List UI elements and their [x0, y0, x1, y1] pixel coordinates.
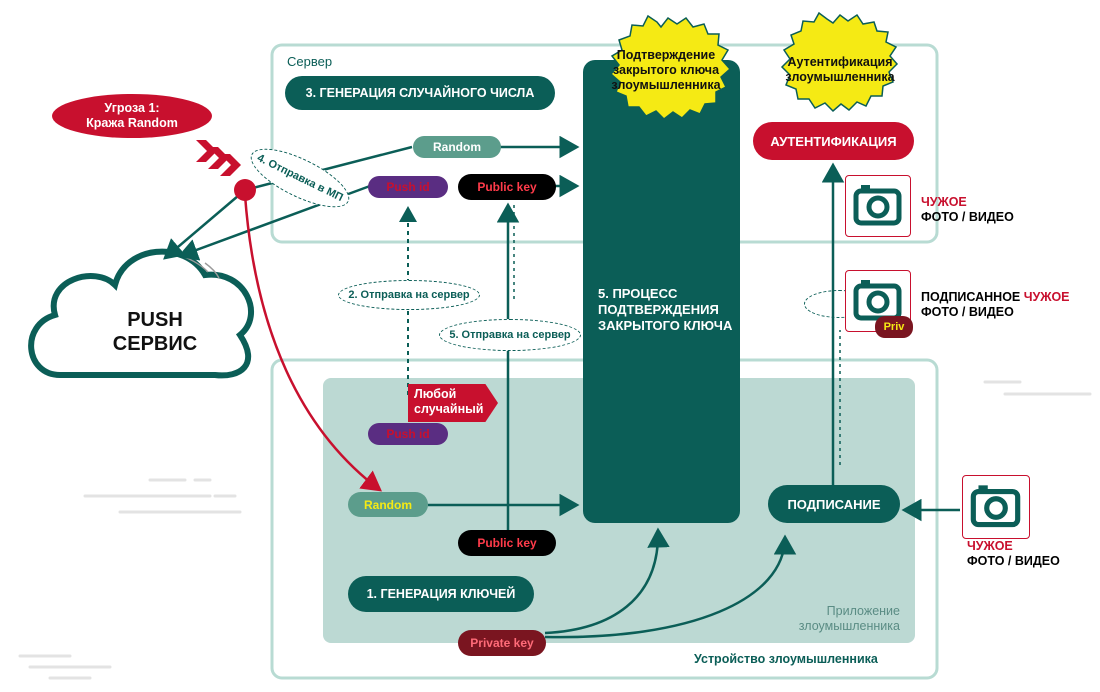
any-random-tag: Любой случайный	[408, 384, 498, 422]
signed-red: ЧУЖОЕ	[1023, 290, 1070, 304]
camera-icon	[845, 175, 911, 237]
camera-icon	[845, 270, 911, 332]
app-label-line1: Приложение	[826, 604, 900, 618]
signing-pill: ПОДПИСАНИЕ	[768, 485, 900, 523]
auth-bubble	[780, 11, 899, 113]
foreign-top-red: ЧУЖОЕ	[921, 195, 967, 209]
send-server-5-label: 5. Отправка на сервер	[449, 329, 571, 341]
confirm-key-bubble	[609, 14, 732, 120]
auth-pill: АУТЕНТИФИКАЦИЯ	[753, 122, 914, 160]
foreign-photo-top-caption: ЧУЖОЕ ФОТО / ВИДЕО	[921, 195, 1014, 225]
push-service-label: PUSH СЕРВИС	[45, 308, 265, 356]
foreign-photo-bottom-caption: ЧУЖОЕ ФОТО / ВИДЕО	[967, 539, 1060, 569]
any-random-line1: Любой	[414, 387, 457, 401]
push-cloud	[28, 248, 254, 379]
public-key-pill-device: Public key	[458, 530, 556, 556]
process-column	[583, 60, 740, 523]
random-pill-server: Random	[413, 136, 501, 158]
confirm-key-text: Подтверждение закрытого ключа злоумышлен…	[611, 48, 721, 92]
send-server-2-oval: 2. Отправка на сервер	[338, 280, 480, 310]
signed-black1: ПОДПИСАННОЕ	[921, 290, 1024, 304]
camera-icon	[962, 475, 1030, 539]
foreign-bottom-black: ФОТО / ВИДЕО	[967, 554, 1060, 568]
random-pill-device: Random	[348, 492, 428, 517]
threat-dot	[234, 179, 256, 201]
any-random-line2: случайный	[414, 402, 484, 416]
process-label: 5. ПРОЦЕСС ПОДТВЕРЖДЕНИЯ ЗАКРЫТОГО КЛЮЧА	[598, 286, 733, 333]
priv-badge: Priv	[875, 316, 913, 338]
step1-pill: 1. ГЕНЕРАЦИЯ КЛЮЧЕЙ	[348, 576, 534, 612]
signed-photo-caption: ПОДПИСАННОЕ ЧУЖОЕ ФОТО / ВИДЕО	[921, 290, 1070, 320]
public-key-pill-server: Public key	[458, 174, 556, 200]
push-id-pill-device: Push id	[368, 423, 448, 445]
send-server-2-label: 2. Отправка на сервер	[348, 289, 470, 301]
push-service-line2: СЕРВИС	[112, 333, 198, 355]
private-key-pill: Private key	[458, 630, 546, 656]
foreign-top-black: ФОТО / ВИДЕО	[921, 210, 1014, 224]
push-service-line1: PUSH	[127, 309, 183, 331]
step3-pill: 3. ГЕНЕРАЦИЯ СЛУЧАЙНОГО ЧИСЛА	[285, 76, 555, 110]
app-label: Приложение злоумышленника	[760, 604, 900, 634]
send-server-5-oval: 5. Отправка на сервер	[439, 319, 581, 351]
auth-attacker-text: Аутентификация злоумышленника	[785, 55, 895, 84]
push-id-pill-server: Push id	[368, 176, 448, 198]
threat-badge: Угроза 1: Кража Random	[52, 94, 212, 138]
signed-black2: ФОТО / ВИДЕО	[921, 305, 1014, 319]
app-label-line2: злоумышленника	[798, 619, 900, 633]
threat-line1: Угроза 1:	[104, 101, 160, 115]
server-label: Сервер	[287, 54, 333, 69]
device-label: Устройство злоумышленника	[694, 652, 878, 666]
threat-line2: Кража Random	[86, 116, 178, 130]
foreign-bottom-red: ЧУЖОЕ	[967, 539, 1013, 553]
